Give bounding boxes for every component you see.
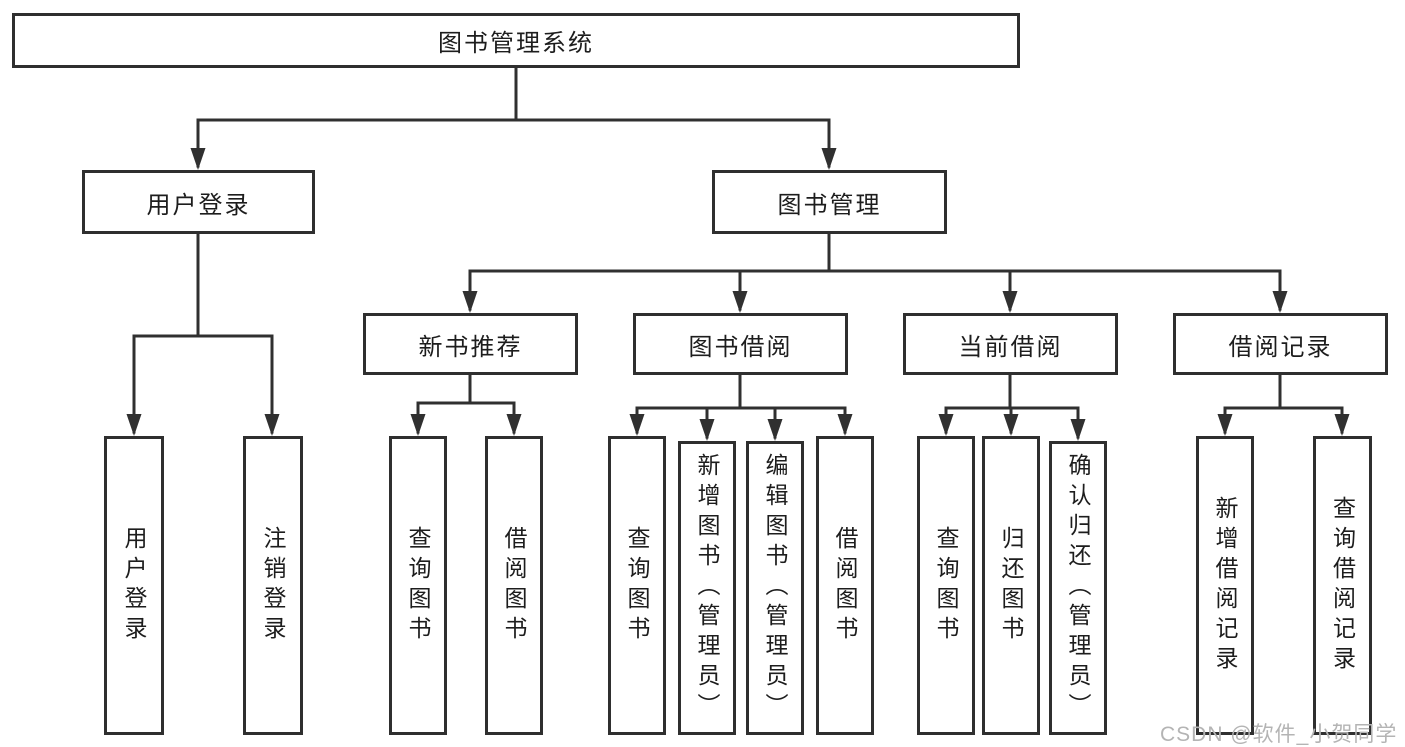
leaf-query-borrow-record: 查询借阅记录 [1313,436,1372,735]
node-root: 图书管理系统 [12,13,1020,68]
node-borrow-records: 借阅记录 [1173,313,1388,375]
leaf-add-borrow-record: 新增借阅记录 [1196,436,1254,735]
leaf-confirm-return-admin: 确认归还（管理员） [1049,441,1107,735]
leaf-query-books-recommend: 查询图书 [389,436,447,735]
watermark: CSDN @软件_小贺同学 [1160,723,1398,746]
node-book-borrow: 图书借阅 [633,313,848,375]
node-book-management: 图书管理 [712,170,947,234]
leaf-query-books-current: 查询图书 [917,436,975,735]
leaf-add-book-admin: 新增图书（管理员） [678,441,736,735]
leaf-query-books-borrow: 查询图书 [608,436,666,735]
leaf-borrow-books-borrow: 借阅图书 [816,436,874,735]
node-user-login: 用户登录 [82,170,315,234]
node-new-book-recommend: 新书推荐 [363,313,578,375]
leaf-logout: 注销登录 [243,436,303,735]
leaf-edit-book-admin: 编辑图书（管理员） [746,441,804,735]
node-current-borrow: 当前借阅 [903,313,1118,375]
arrowheads [126,148,1350,441]
leaf-return-book: 归还图书 [982,436,1040,735]
leaf-user-login: 用户登录 [104,436,164,735]
leaf-borrow-books-recommend: 借阅图书 [485,436,543,735]
